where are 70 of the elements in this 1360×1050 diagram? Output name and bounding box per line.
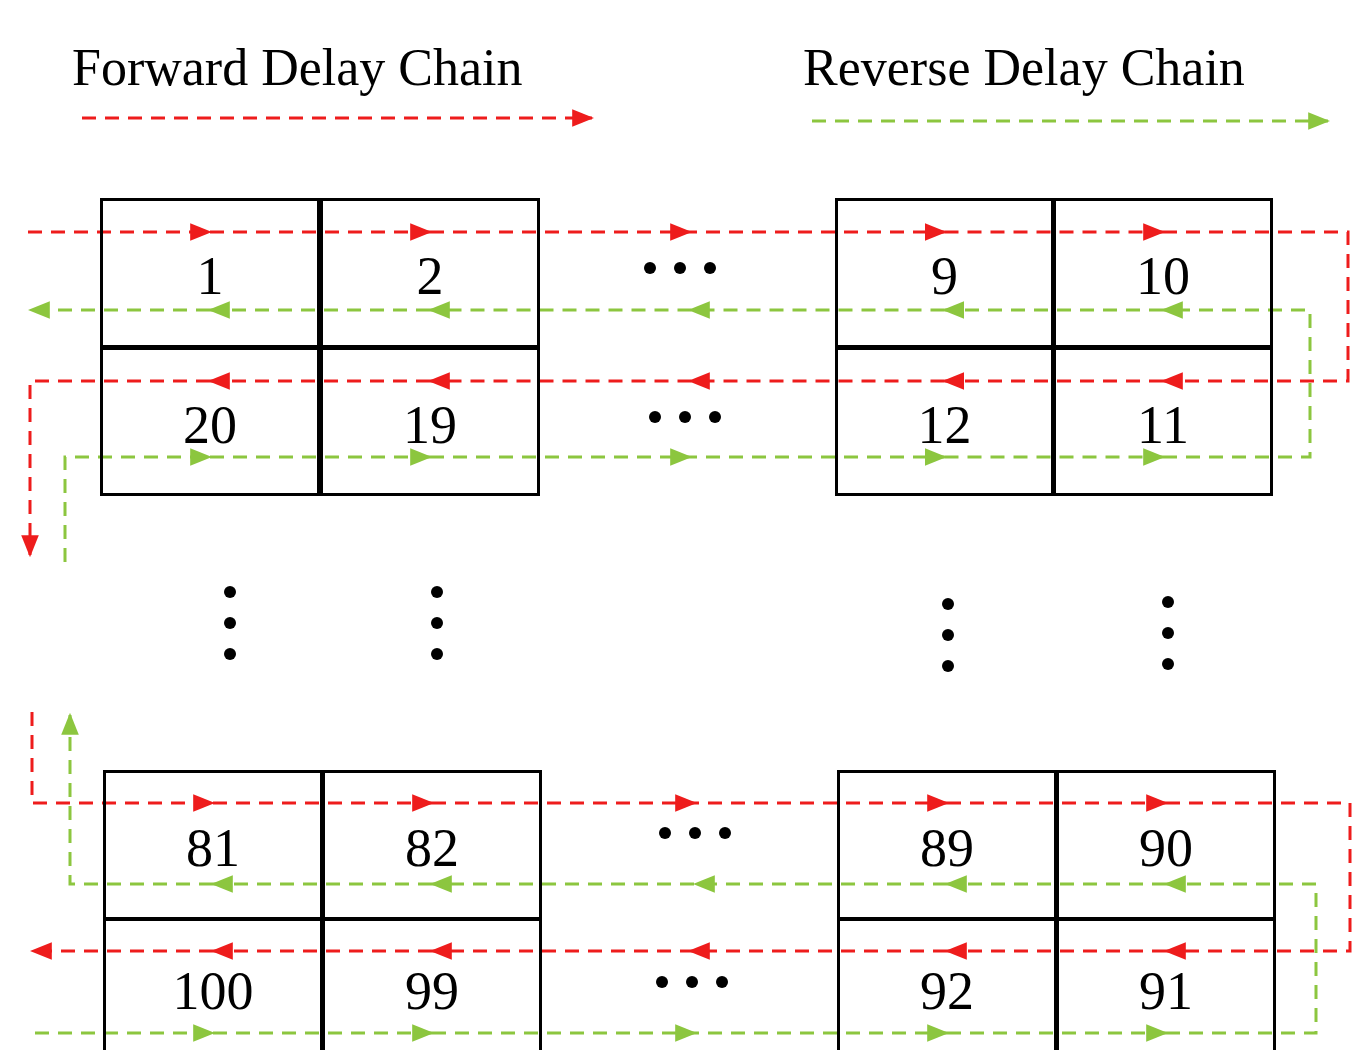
dashed-arrow (1160, 301, 1312, 459)
dashed-arrow (944, 942, 1166, 960)
cell-number: 89 (919, 821, 975, 875)
dashed-arrow (213, 794, 435, 812)
dashed-arrow (944, 875, 1166, 893)
dashed-arrow (21, 379, 210, 558)
cell-number: 90 (1138, 821, 1194, 875)
dashed-arrow (29, 942, 213, 960)
cell-number: 82 (404, 821, 460, 875)
dashed-arrow (28, 223, 213, 241)
cell-number: 1 (195, 249, 225, 303)
dashed-arrow (432, 794, 947, 812)
cell-number: 100 (171, 964, 255, 1018)
dashed-arrow (432, 1024, 947, 1042)
dashed-arrow (1163, 801, 1352, 960)
dashed-arrow (30, 712, 216, 812)
cell-number: 12 (916, 397, 973, 452)
dashed-arrow (947, 794, 1169, 812)
delay-cell (322, 770, 542, 920)
legend-text: Forward Delay Chain (72, 40, 523, 96)
delay-cell (100, 347, 320, 496)
dashed-arrow (942, 301, 1163, 319)
dashed-arrow (944, 223, 1166, 241)
delay-cell (1053, 347, 1273, 496)
legend-text: Reverse Delay Chain (803, 40, 1245, 96)
delay-cell (1056, 918, 1276, 1050)
dashed-arrow (210, 942, 432, 960)
cell-number: 91 (1138, 964, 1194, 1018)
delay-cell (835, 347, 1054, 496)
delay-cell (837, 770, 1057, 920)
dashed-arrow (213, 1024, 435, 1042)
delay-cell (100, 198, 320, 348)
delay-cell (103, 770, 323, 920)
delay-cell (320, 198, 540, 348)
cell-number: 9 (930, 249, 959, 303)
dashed-arrow (430, 448, 945, 466)
dashed-arrow (430, 223, 945, 241)
dashed-arrow (944, 448, 1166, 466)
dashed-arrow (1160, 230, 1350, 390)
dashed-arrow (210, 875, 432, 893)
cell-number: 99 (404, 964, 460, 1018)
delay-cell (322, 918, 542, 1050)
dashed-arrow (947, 1024, 1169, 1042)
dashed-arrow (35, 1024, 216, 1042)
dashed-arrow (432, 875, 947, 893)
dashed-arrow (210, 223, 433, 241)
delay-cell (835, 198, 1054, 348)
delay-cell (837, 918, 1057, 1050)
cell-number: 2 (415, 249, 445, 303)
dashed-arrow (27, 301, 210, 319)
delay-cell (320, 347, 540, 496)
dashed-arrow (63, 448, 213, 562)
dashed-arrow (430, 301, 945, 319)
cell-number: 10 (1135, 249, 1191, 303)
delay-cell (1056, 770, 1276, 920)
cell-number: 20 (182, 397, 238, 452)
dashed-arrow (430, 372, 945, 390)
cell-number: 19 (402, 397, 458, 452)
cell-number: 92 (919, 964, 975, 1018)
delay-cell (1053, 198, 1273, 348)
dashed-arrow (942, 372, 1163, 390)
dashed-arrow (207, 372, 430, 390)
dashed-arrow (61, 712, 213, 886)
dashed-arrow (432, 942, 947, 960)
dashed-arrow (1163, 875, 1318, 1035)
dashed-arrow (210, 448, 433, 466)
cell-number: 81 (185, 821, 241, 875)
dashed-arrow (207, 301, 430, 319)
delay-cell (103, 918, 323, 1050)
cell-number: 11 (1136, 397, 1190, 452)
